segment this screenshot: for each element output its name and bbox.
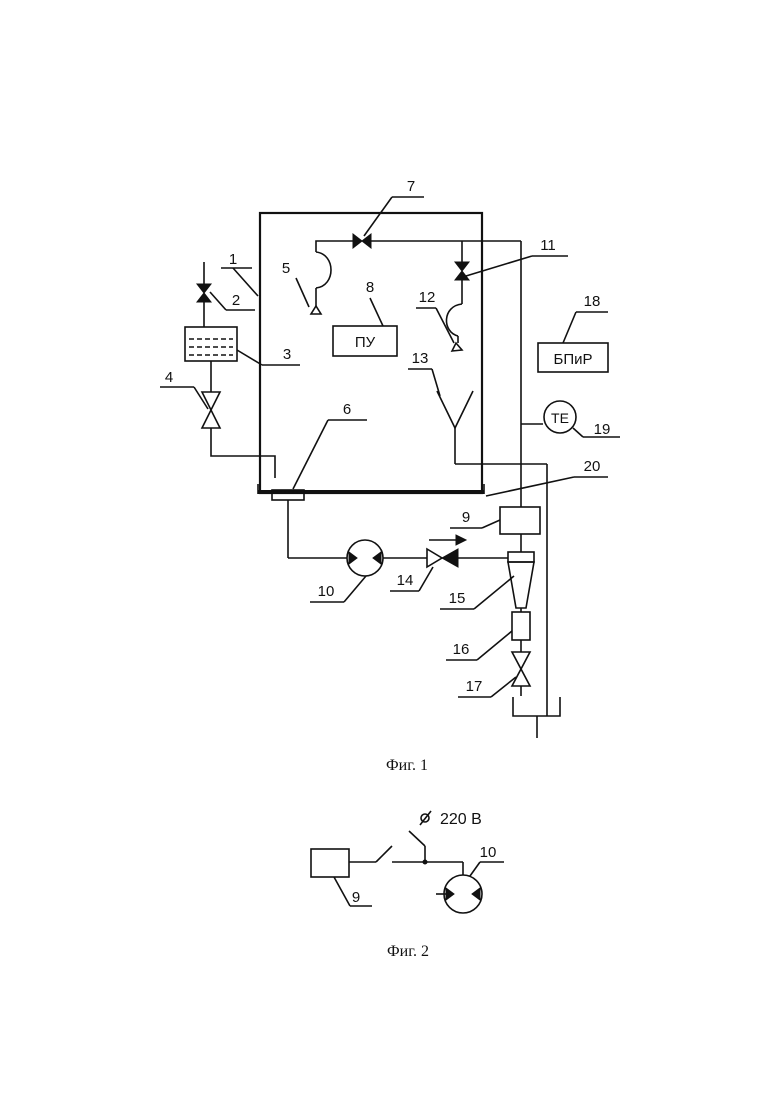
label-8: 8 xyxy=(366,279,374,296)
figure-1-caption: Фиг. 1 xyxy=(386,757,428,774)
nozzle-5-icon xyxy=(311,252,331,314)
label-10: 10 xyxy=(318,583,335,600)
figure-1: ПУ БПиР ТЕ xyxy=(160,178,620,774)
check-valve-14-icon xyxy=(427,535,466,567)
valve-17-icon xyxy=(512,652,530,686)
valve-2-icon xyxy=(197,284,211,302)
power-block-label: БПиР xyxy=(553,351,592,368)
control-panel-label: ПУ xyxy=(355,334,376,351)
label-12: 12 xyxy=(419,289,436,306)
label-7: 7 xyxy=(407,178,415,195)
filter-16 xyxy=(512,612,530,640)
vessel-3 xyxy=(185,327,237,361)
label-17: 17 xyxy=(466,678,483,695)
sensor-block-9 xyxy=(500,507,540,534)
label-18: 18 xyxy=(584,293,601,310)
label-4: 4 xyxy=(165,369,173,386)
power-supply-branch xyxy=(409,811,431,864)
label-14: 14 xyxy=(397,572,414,589)
label-3: 3 xyxy=(283,346,291,363)
voltage-label: 220 В xyxy=(440,811,482,828)
leader-lines xyxy=(160,197,620,697)
label-15: 15 xyxy=(449,590,466,607)
label-13: 13 xyxy=(412,350,429,367)
label-9-fig2: 9 xyxy=(352,889,360,906)
switch-icon xyxy=(376,846,392,862)
valve-7-icon xyxy=(353,234,371,248)
valve-4-icon xyxy=(202,392,220,428)
pump-10-icon xyxy=(347,540,383,576)
sensor-block-9-fig2 xyxy=(311,849,349,877)
pump-10-fig2-icon xyxy=(436,875,482,913)
valve-11-icon xyxy=(455,262,469,280)
label-1: 1 xyxy=(229,251,237,268)
label-20: 20 xyxy=(584,458,601,475)
figure-2-caption: Фиг. 2 xyxy=(387,943,429,960)
label-19: 19 xyxy=(594,421,611,438)
label-2: 2 xyxy=(232,292,240,309)
hydrocyclone-15-icon xyxy=(508,552,534,608)
label-16: 16 xyxy=(453,641,470,658)
label-9: 9 xyxy=(462,509,470,526)
figure-2: 220 В 9 10 Фиг. 2 xyxy=(311,811,504,960)
label-6: 6 xyxy=(343,401,351,418)
nozzle-12-icon xyxy=(446,304,462,351)
top-pipe xyxy=(316,241,353,252)
label-5: 5 xyxy=(282,260,290,277)
chamber xyxy=(260,213,482,493)
label-10-fig2: 10 xyxy=(480,844,497,861)
pump-inlet-6 xyxy=(272,490,308,558)
label-11: 11 xyxy=(540,237,556,254)
drain-tank xyxy=(513,697,560,716)
funnel-13-icon xyxy=(437,391,473,464)
temperature-element-label: ТЕ xyxy=(551,410,569,426)
